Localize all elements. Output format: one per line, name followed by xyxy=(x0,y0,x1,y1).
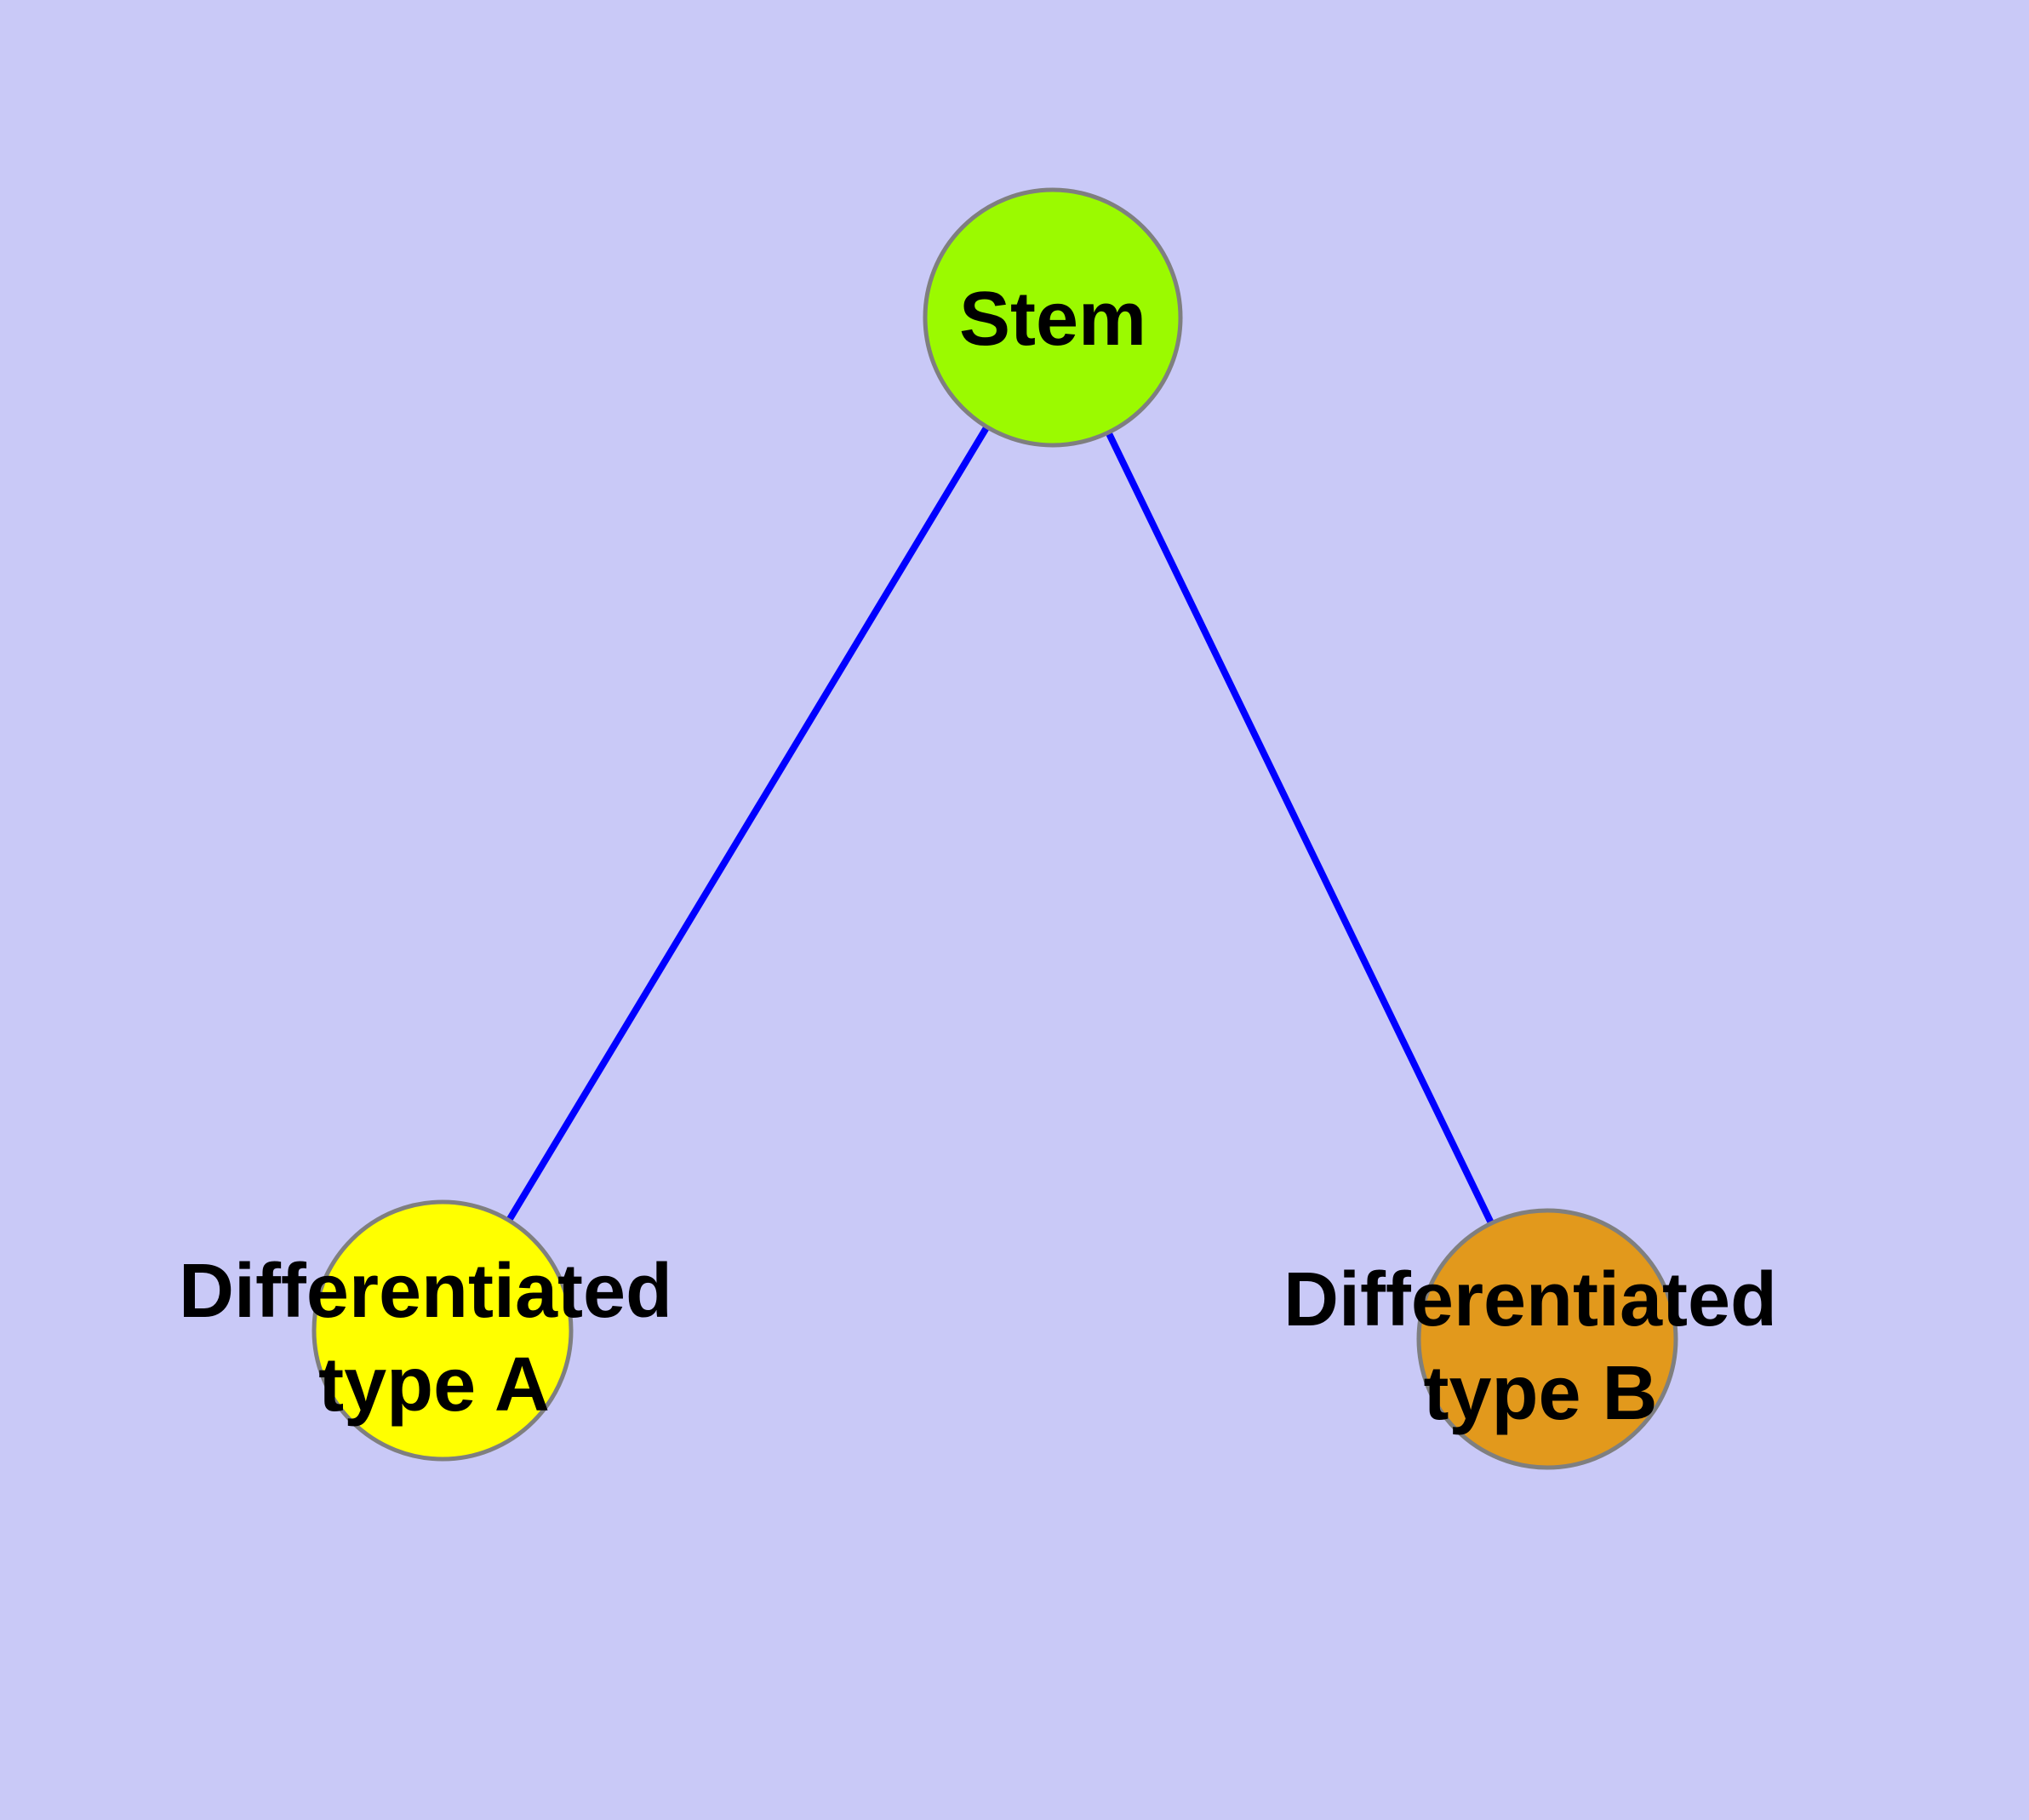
node-stem-label: Stem xyxy=(959,277,1146,362)
node-type-a-label-line1: Differentiated xyxy=(179,1249,672,1334)
node-type-b-label-line1: Differentiated xyxy=(1283,1257,1777,1342)
node-type-a-circle xyxy=(311,1199,574,1462)
node-type-a-label-line2: type A xyxy=(318,1342,550,1428)
edge-stem-to-type-b xyxy=(1049,316,1551,1341)
edge-stem-to-type-a xyxy=(439,315,1056,1333)
node-type-b-circle xyxy=(1416,1208,1678,1470)
node-stem-circle xyxy=(923,187,1183,448)
node-type-b-label-line2: type B xyxy=(1423,1351,1657,1436)
